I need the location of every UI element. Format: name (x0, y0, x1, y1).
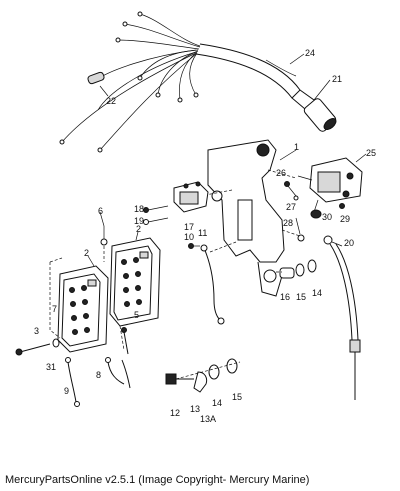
bolt-washers-lower (165, 358, 241, 393)
bolt-washers-upper (276, 259, 317, 279)
callout-19: 19 (134, 216, 144, 226)
screw-part (15, 338, 60, 356)
jumper-wires (65, 327, 131, 407)
callout-20: 20 (344, 238, 354, 248)
callout-8: 8 (96, 370, 101, 380)
relay-part (297, 157, 363, 213)
leader-lines (87, 53, 367, 267)
switch-box-rear (109, 237, 161, 327)
callout-1: 1 (294, 142, 299, 152)
callout-7: 7 (52, 304, 57, 314)
callout-27: 27 (286, 202, 296, 212)
callout-13: 13 (190, 404, 200, 414)
callout-2a: 2 (136, 224, 141, 234)
callout-18: 18 (134, 204, 144, 214)
switch-box-front (57, 265, 109, 353)
ground-cable (323, 235, 361, 400)
callout-10: 10 (184, 232, 194, 242)
callout-11: 11 (198, 228, 207, 238)
callout-31: 31 (46, 362, 56, 372)
wire-harness (59, 11, 337, 153)
callout-6: 6 (98, 206, 103, 216)
ground-wire (188, 243, 225, 325)
callout-16: 16 (280, 292, 290, 302)
callout-24: 24 (305, 48, 315, 58)
callout-5: 5 (134, 310, 139, 320)
callout-14b: 14 (212, 398, 222, 408)
callout-13a: 13A (200, 414, 216, 424)
mounting-bracket (199, 139, 301, 297)
alignment-lines (49, 257, 125, 351)
callout-21: 21 (332, 74, 342, 84)
callout-14a: 14 (312, 288, 322, 298)
hardware-relay (284, 181, 345, 242)
callout-22: 22 (106, 96, 116, 106)
exploded-parts-diagram: 24 21 22 1 25 26 27 28 30 29 18 19 17 10… (15, 11, 376, 424)
callout-12: 12 (170, 408, 180, 418)
callout-2b: 2 (84, 248, 89, 258)
callout-17: 17 (184, 222, 194, 232)
image-caption: MercuryPartsOnline v2.5.1 (Image Copyrig… (5, 474, 310, 486)
callout-28: 28 (283, 218, 293, 228)
callout-25: 25 (366, 148, 376, 158)
callout-9: 9 (64, 386, 69, 396)
callout-15a: 15 (296, 292, 306, 302)
callout-30: 30 (322, 212, 332, 222)
callout-labels: 24 21 22 1 25 26 27 28 30 29 18 19 17 10… (34, 48, 376, 424)
rectifier-part (143, 181, 209, 225)
clip-part (100, 226, 108, 262)
callout-15b: 15 (232, 392, 242, 402)
callout-26: 26 (276, 168, 286, 178)
callout-29: 29 (340, 214, 350, 224)
callout-3: 3 (34, 326, 39, 336)
